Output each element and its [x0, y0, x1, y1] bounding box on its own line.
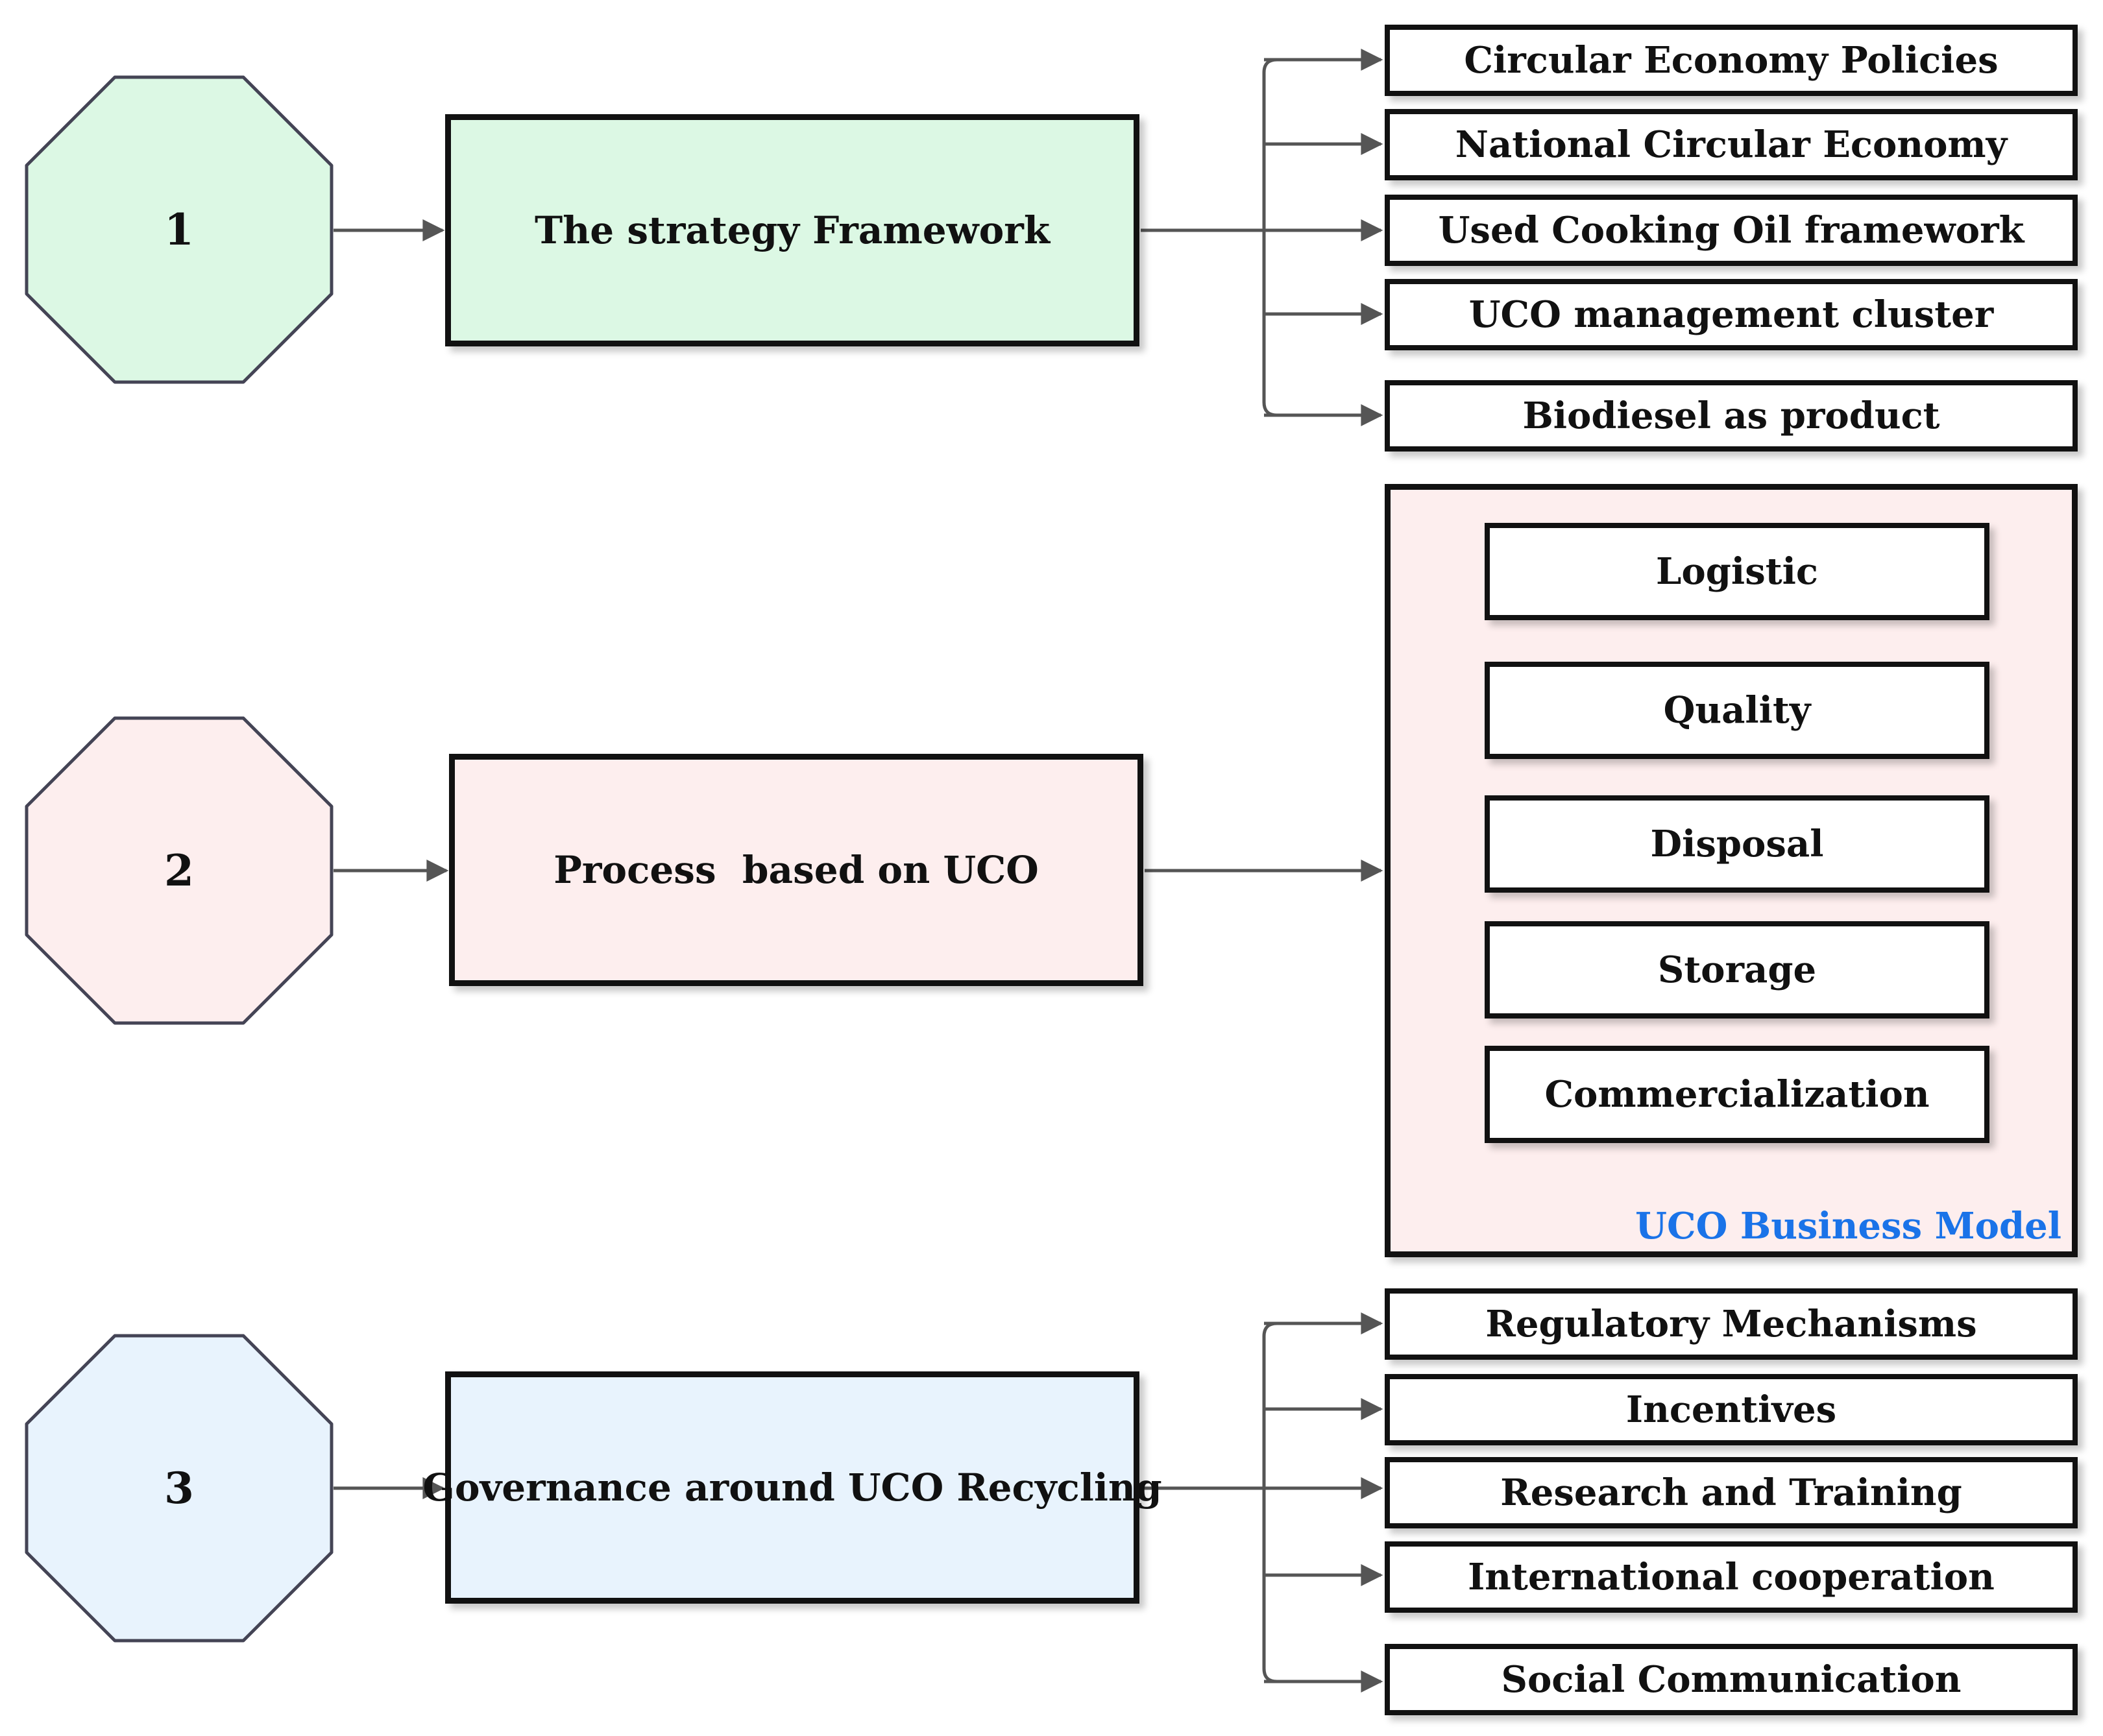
bm-step-quality: Quality	[1485, 662, 1989, 759]
row1-item-2: National Circular Economy	[1385, 109, 2078, 180]
row1-item-5-label: Biodiesel as product	[1522, 394, 1940, 437]
step-2-octagon: 2	[25, 716, 334, 1025]
connector-spine-row3	[1262, 1321, 1278, 1683]
bm-step-quality-label: Quality	[1663, 689, 1811, 732]
row3-item-4: International cooperation	[1385, 1541, 2078, 1613]
governance-box: Governance around UCO Recycling	[422, 1371, 1162, 1604]
row3-item-1-label: Regulatory Mechanisms	[1485, 1303, 1977, 1345]
row3-item-1: Regulatory Mechanisms	[1385, 1288, 2078, 1360]
bm-step-commercialization-label: Commercialization	[1544, 1073, 1930, 1116]
step-2-number: 2	[164, 845, 194, 896]
row3-item-2: Incentives	[1385, 1374, 2078, 1445]
row3-item-3-label: Research and Training	[1500, 1471, 1962, 1514]
bm-step-storage: Storage	[1485, 921, 1989, 1019]
bm-step-disposal: Disposal	[1485, 795, 1989, 893]
row1-item-4-label: UCO management cluster	[1468, 293, 1994, 336]
strategy-framework-box: The strategy Framework	[445, 114, 1139, 346]
strategy-framework-label: The strategy Framework	[534, 208, 1051, 252]
uco-business-model-label: UCO Business Model	[1635, 1205, 2061, 1248]
step-1-number: 1	[164, 204, 194, 255]
row1-item-5: Biodiesel as product	[1385, 380, 2078, 452]
governance-label: Governance around UCO Recycling	[422, 1465, 1162, 1510]
row1-item-1: Circular Economy Policies	[1385, 25, 2078, 96]
row1-item-3-label: Used Cooking Oil framework	[1438, 209, 2024, 252]
row3-item-4-label: International cooperation	[1468, 1556, 1995, 1598]
step-3-octagon: 3	[25, 1334, 334, 1643]
connector-spine-row1	[1262, 58, 1278, 417]
row3-item-5: Social Communication	[1385, 1644, 2078, 1715]
row3-item-5-label: Social Communication	[1501, 1658, 1962, 1701]
row1-item-3: Used Cooking Oil framework	[1385, 195, 2078, 266]
row1-item-4: UCO management cluster	[1385, 279, 2078, 350]
bm-step-disposal-label: Disposal	[1650, 823, 1824, 865]
bm-step-logistic-label: Logistic	[1656, 550, 1818, 593]
process-uco-label: Process based on UCO	[553, 848, 1039, 892]
step-3-number: 3	[164, 1463, 194, 1513]
process-uco-box: Process based on UCO	[449, 754, 1143, 986]
step-1-octagon: 1	[25, 75, 334, 384]
bm-step-logistic: Logistic	[1485, 523, 1989, 620]
bm-step-commercialization: Commercialization	[1485, 1046, 1989, 1143]
row3-item-3: Research and Training	[1385, 1457, 2078, 1528]
row1-item-2-label: National Circular Economy	[1455, 123, 2008, 166]
bm-step-storage-label: Storage	[1657, 948, 1817, 991]
row3-item-2-label: Incentives	[1625, 1388, 1837, 1431]
row1-item-1-label: Circular Economy Policies	[1464, 39, 1999, 82]
